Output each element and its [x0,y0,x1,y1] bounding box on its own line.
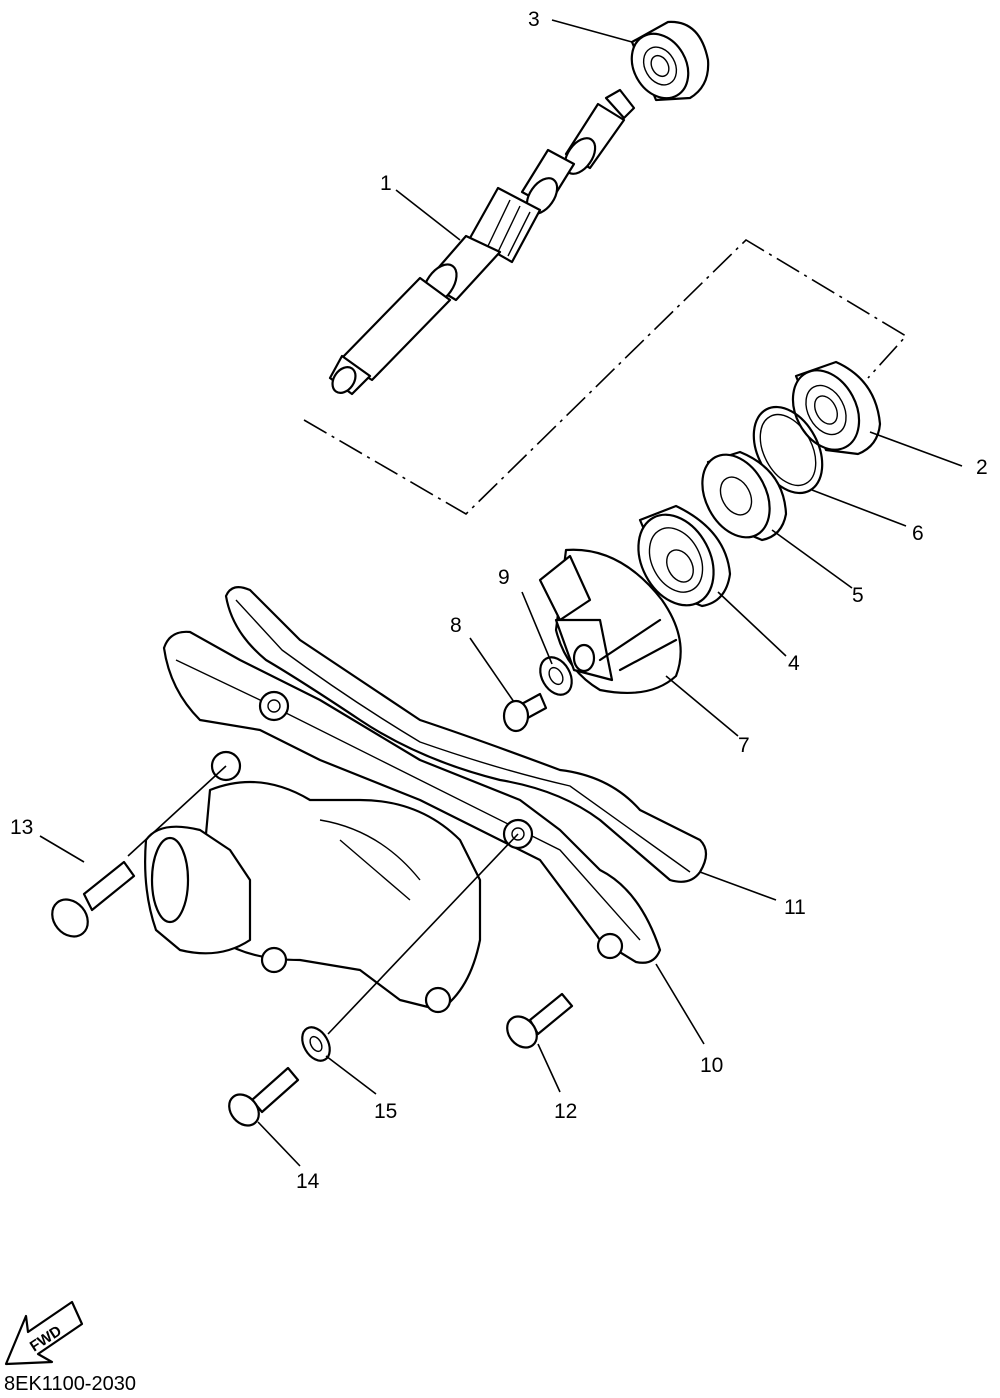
part-7-impeller [538,548,682,695]
leader-9 [521,591,553,665]
part-9-washer [539,656,573,696]
leader-12 [537,1043,561,1093]
part-10-housing [144,630,662,1014]
leader-lines [39,19,963,1167]
leader-15 [325,1055,377,1095]
part-14-bolt [228,1066,300,1127]
callout-3: 3 [528,8,540,31]
callout-11: 11 [784,896,806,919]
leader-4 [717,591,787,657]
forward-direction-arrow: FWD [4,1300,84,1366]
leader-10 [655,963,705,1045]
leader-1 [395,189,461,241]
callout-8: 8 [450,614,462,637]
leader-11 [699,871,777,901]
callout-13: 13 [10,816,33,839]
callouts: 3 1 2 6 5 4 7 9 8 11 10 13 12 15 14 [10,8,988,1193]
leader-6 [811,489,907,527]
callout-10: 10 [700,1054,723,1077]
part-12-bolt [506,992,574,1049]
callout-1: 1 [380,172,392,195]
part-3-bearing [630,20,710,102]
part-1-shaft [328,88,636,396]
part-2-bearing [791,360,882,456]
part-4-mechanical-seal [637,504,732,608]
part-11-gasket [224,585,708,883]
alignment-line [327,833,519,1035]
leader-5 [771,529,853,589]
leader-8 [469,637,515,703]
callout-5: 5 [852,584,864,607]
leader-14 [257,1121,301,1167]
callout-15: 15 [374,1100,397,1123]
part-13-bolt [51,860,136,938]
leader-7 [665,675,739,737]
callout-14: 14 [296,1170,320,1193]
callout-12: 12 [554,1100,577,1123]
callout-9: 9 [498,566,510,589]
callout-7: 7 [738,734,750,757]
callout-2: 2 [976,456,988,479]
leader-3 [551,19,633,43]
leader-2 [869,431,963,467]
callout-4: 4 [788,652,800,675]
alignment-line [127,765,227,857]
leader-13 [39,835,85,863]
part-5-seal [701,450,788,542]
assembly-outline [303,238,908,515]
callout-6: 6 [912,522,924,545]
diagram-code: 8EK1100-2030 [4,1373,136,1395]
part-15-washer [301,1026,331,1062]
part-8-bolt [502,692,548,733]
